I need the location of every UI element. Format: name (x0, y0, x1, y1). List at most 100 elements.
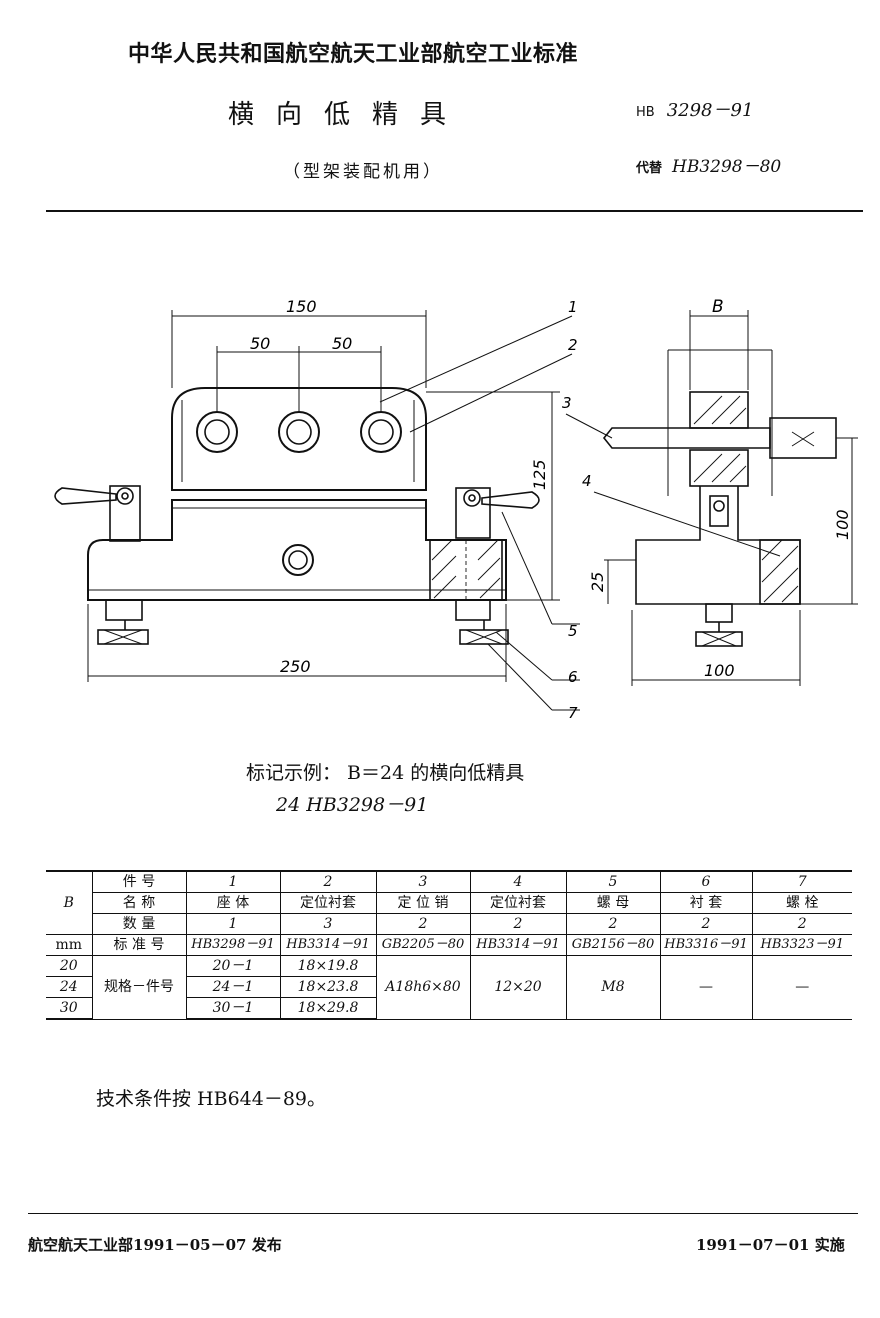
callout-3: 3 (562, 394, 572, 412)
standard-number-value: 3298－91 (666, 100, 754, 121)
table-cell: 12×20 (469, 955, 567, 1020)
callout-5: 5 (568, 622, 578, 640)
bushing-block-mid (689, 449, 749, 487)
left-clamp (54, 485, 149, 645)
dim-250: 250 (280, 657, 311, 676)
table-cell: 3 (375, 870, 471, 893)
callout-6: 6 (568, 668, 578, 686)
dim-125: 125 (530, 459, 549, 490)
table-cell: 2 (469, 913, 567, 935)
issuing-organization: 中华人民共和国航空航天工业部航空工业标准 (128, 41, 579, 67)
side-bushing (759, 539, 801, 605)
locating-pin (602, 427, 771, 449)
bushing-block-top (689, 391, 749, 429)
base-body-top (171, 387, 427, 491)
front-dimension-lines (87, 310, 580, 711)
dim-150: 150 (286, 297, 317, 316)
spec-label: 规格－件号 (91, 955, 187, 1020)
callout-4: 4 (582, 472, 592, 490)
callout-1: 1 (568, 298, 578, 316)
table-row: 名 称 座 体 定位衬套 定 位 销 定位衬套 螺 母 衬 套 螺 栓 (46, 892, 852, 914)
row-label: 件 号 (91, 870, 187, 893)
table-row: 30 30－1 18×29.8 (46, 997, 852, 1020)
replaces-standard: 代替 HB3298－80 (636, 152, 781, 177)
dim-b: B (712, 297, 724, 317)
b-value: 30 (46, 997, 93, 1020)
side-view (565, 310, 858, 686)
standard-number: HB 3298－91 (636, 96, 753, 122)
row-label: 标 准 号 (91, 934, 187, 956)
dim-100-vertical: 100 (833, 509, 852, 540)
unit-label: mm (46, 934, 93, 956)
bushing-hole-2 (278, 411, 320, 453)
table-cell: 螺 母 (565, 892, 661, 914)
footer-rule (28, 1213, 858, 1214)
replaces-label: 代替 (636, 161, 663, 176)
document-title: 横向低精具 (228, 100, 469, 130)
table-cell: 6 (659, 870, 753, 893)
effective-date: 1991－07－01 实施 (696, 1236, 845, 1254)
table-row: B 件 号 1 2 3 4 5 6 7 (46, 870, 852, 935)
marking-code: 24 HB3298－91 (276, 794, 429, 816)
table-cell: 2 (279, 870, 377, 893)
bushing-hole-1 (196, 411, 238, 453)
table-cell: 18×23.8 (279, 976, 377, 998)
center-hole (282, 544, 314, 576)
table-cell: 4 (469, 870, 567, 893)
table-cell: — (659, 955, 753, 1020)
table-cell: HB3314－91 (469, 934, 567, 956)
pin-knob (769, 417, 837, 459)
replaces-value: HB3298－80 (672, 157, 782, 177)
document-subtitle: （型架装配机用） (283, 162, 443, 182)
b-value: 24 (46, 976, 93, 998)
table-cell: 30－1 (185, 997, 281, 1020)
table-cell: 2 (659, 913, 753, 935)
header-rule (46, 210, 863, 212)
table-cell: 定 位 销 (375, 892, 471, 914)
table-cell: 18×29.8 (279, 997, 377, 1020)
b-header: B (46, 870, 93, 935)
table-cell: — (751, 955, 852, 1020)
table-cell: HB3323－91 (751, 934, 852, 956)
dim-100-horizontal: 100 (704, 661, 735, 680)
side-dimension-lines (565, 310, 858, 686)
callout-2: 2 (568, 336, 578, 354)
table-cell: 2 (375, 913, 471, 935)
table-cell: 20－1 (185, 955, 281, 977)
table-row: 数 量 1 3 2 2 2 2 2 (46, 913, 852, 935)
table-row: mm 标 准 号 HB3298－91 HB3314－91 GB2205－80 H… (46, 934, 852, 956)
table-cell: GB2205－80 (375, 934, 471, 956)
front-view (54, 310, 580, 711)
table-cell: 螺 栓 (751, 892, 852, 914)
spec-table: B 件 号 1 2 3 4 5 6 7 名 称 座 体 定位衬套 定 位 销 定… (46, 870, 852, 1020)
table-cell: 定位衬套 (469, 892, 567, 914)
standard-code-prefix: HB (636, 105, 655, 120)
table-cell: 定位衬套 (279, 892, 377, 914)
issue-date: 航空航天工业部1991－05－07 发布 (28, 1236, 282, 1254)
table-row: 20 规格－件号 20－1 18×19.8 A18h6×80 12×20 M8 … (46, 955, 852, 1020)
table-cell: HB3298－91 (185, 934, 281, 956)
side-body (635, 486, 801, 605)
table-cell: 衬 套 (659, 892, 753, 914)
marking-example: 标记示例： B＝24 的横向低精具 (246, 762, 525, 784)
b-value: 20 (46, 955, 93, 977)
callout-7: 7 (568, 704, 578, 722)
table-cell: 3 (279, 913, 377, 935)
table-cell: 1 (185, 913, 281, 935)
row-label: 数 量 (91, 913, 187, 935)
table-cell: HB3314－91 (279, 934, 377, 956)
table-cell: GB2156－80 (565, 934, 661, 956)
table-cell: M8 (565, 955, 661, 1020)
base-body-lower (87, 499, 507, 601)
bushing-hole-3 (360, 411, 402, 453)
table-cell: 1 (185, 870, 281, 893)
dim-50-right: 50 (332, 334, 352, 353)
table-cell: 7 (751, 870, 852, 893)
table-cell: 18×19.8 (279, 955, 377, 977)
row-label: 名 称 (91, 892, 187, 914)
table-cell: 24－1 (185, 976, 281, 998)
dim-50-left: 50 (250, 334, 270, 353)
technical-conditions-note: 技术条件按 HB644－89。 (96, 1088, 327, 1110)
technical-drawing: 150 50 50 125 250 B 100 25 100 1 2 3 4 5… (54, 297, 858, 722)
section-hatch (429, 539, 503, 601)
